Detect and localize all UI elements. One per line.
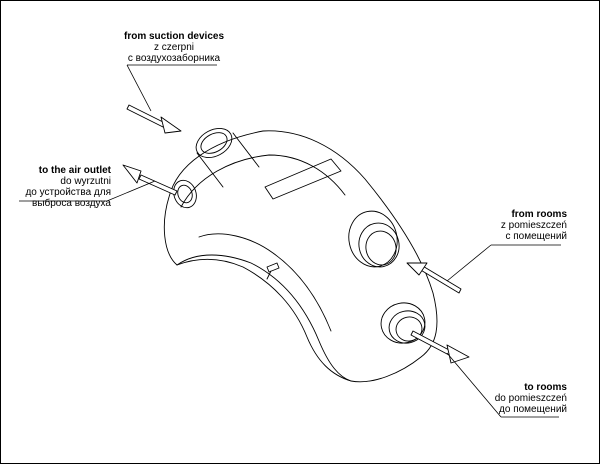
- arrow-from-suction: [126, 104, 182, 134]
- leader-outlet: [19, 180, 156, 202]
- housing-seam: [198, 233, 332, 332]
- label-from-rooms-title: from rooms: [511, 209, 567, 220]
- label-to-rooms: to rooms do pomieszczeń до помещений: [477, 382, 567, 415]
- label-to-outlet-ru-1: до устройства для: [25, 187, 111, 198]
- label-from-suction-ru: с воздухозаборника: [127, 53, 221, 64]
- label-from-suction: from suction devices z czerpni с воздухо…: [109, 31, 239, 64]
- label-to-rooms-pl: do pomieszczeń: [494, 393, 567, 404]
- housing-band: [264, 158, 342, 200]
- label-from-suction-pl: z czerpni: [153, 42, 194, 53]
- label-from-rooms-pl: z pomieszczeń: [500, 220, 567, 231]
- label-from-suction-title: from suction devices: [123, 31, 225, 42]
- housing-face-edge: [180, 154, 346, 208]
- housing-latch: [266, 262, 280, 280]
- spigot-right-upper: [348, 210, 400, 268]
- arrow-from-rooms: [406, 262, 462, 294]
- label-from-rooms: from rooms z pomieszczeń с помещений: [477, 209, 567, 242]
- label-to-outlet-ru-2: выброса воздуха: [32, 198, 111, 209]
- spigot-top: [195, 128, 260, 188]
- housing-body: [163, 130, 438, 383]
- spigot-left: [173, 179, 197, 209]
- leader-from-rooms: [446, 244, 561, 282]
- label-to-outlet: to the air outlet do wyrzutni до устройс…: [11, 165, 111, 209]
- leader-suction: [126, 64, 217, 112]
- housing-arch: [176, 254, 352, 382]
- label-from-rooms-ru: с помещений: [505, 231, 567, 242]
- spigot-right-lower: [380, 302, 426, 344]
- label-to-rooms-ru: до помещений: [499, 404, 567, 415]
- label-to-rooms-title: to rooms: [524, 382, 567, 393]
- leader-to-rooms: [446, 352, 559, 418]
- arrow-to-outlet: [122, 164, 178, 196]
- label-to-outlet-pl: do wyrzutni: [60, 176, 111, 187]
- label-to-outlet-title: to the air outlet: [38, 165, 111, 176]
